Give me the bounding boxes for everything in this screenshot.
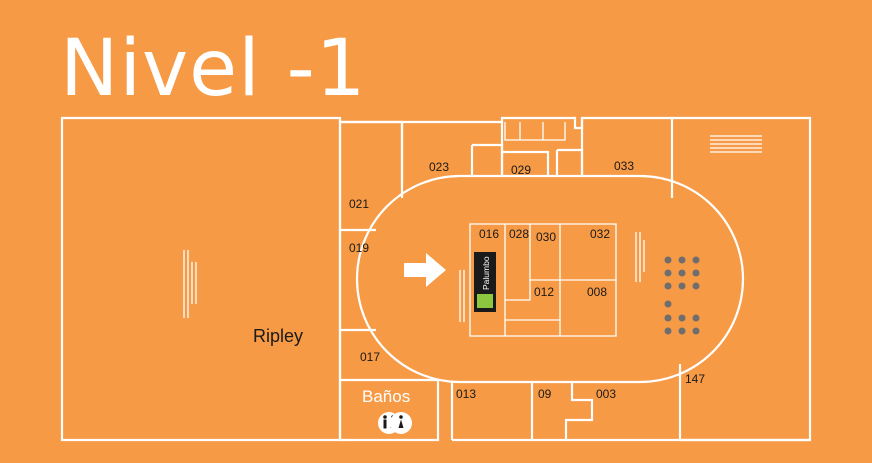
restrooms-label: Baños xyxy=(362,387,410,406)
central-concourse xyxy=(355,174,745,384)
restroom-icon xyxy=(378,412,412,434)
store-logo-palumbo: Palumbo xyxy=(474,252,496,312)
store-147: 147 xyxy=(685,372,705,386)
store-021: 021 xyxy=(349,197,369,211)
store-023: 023 xyxy=(429,160,449,174)
store-008: 008 xyxy=(587,285,607,299)
store-012: 012 xyxy=(534,285,554,299)
store-016: 016 xyxy=(479,227,499,241)
store-032: 032 xyxy=(590,227,610,241)
store-017: 017 xyxy=(360,350,380,364)
store-09: 09 xyxy=(538,387,552,401)
escalator-icon xyxy=(635,232,645,282)
store-logo-text: Palumbo xyxy=(481,256,491,290)
building-outline xyxy=(60,116,342,442)
stairs-icon xyxy=(710,135,762,153)
escalator-icon xyxy=(459,270,465,322)
page-title: Nivel -1 xyxy=(60,24,367,114)
store-028: 028 xyxy=(509,227,529,241)
escalator-icon xyxy=(183,250,197,318)
store-003: 003 xyxy=(596,387,616,401)
store-030: 030 xyxy=(536,230,556,244)
dot-grid-icon xyxy=(664,256,700,335)
anchor-store-label: Ripley xyxy=(253,326,303,346)
store-019: 019 xyxy=(349,241,369,255)
store-029: 029 xyxy=(511,163,531,177)
store-033: 033 xyxy=(614,159,634,173)
store-013: 013 xyxy=(456,387,476,401)
arrow-right-icon xyxy=(404,253,446,287)
